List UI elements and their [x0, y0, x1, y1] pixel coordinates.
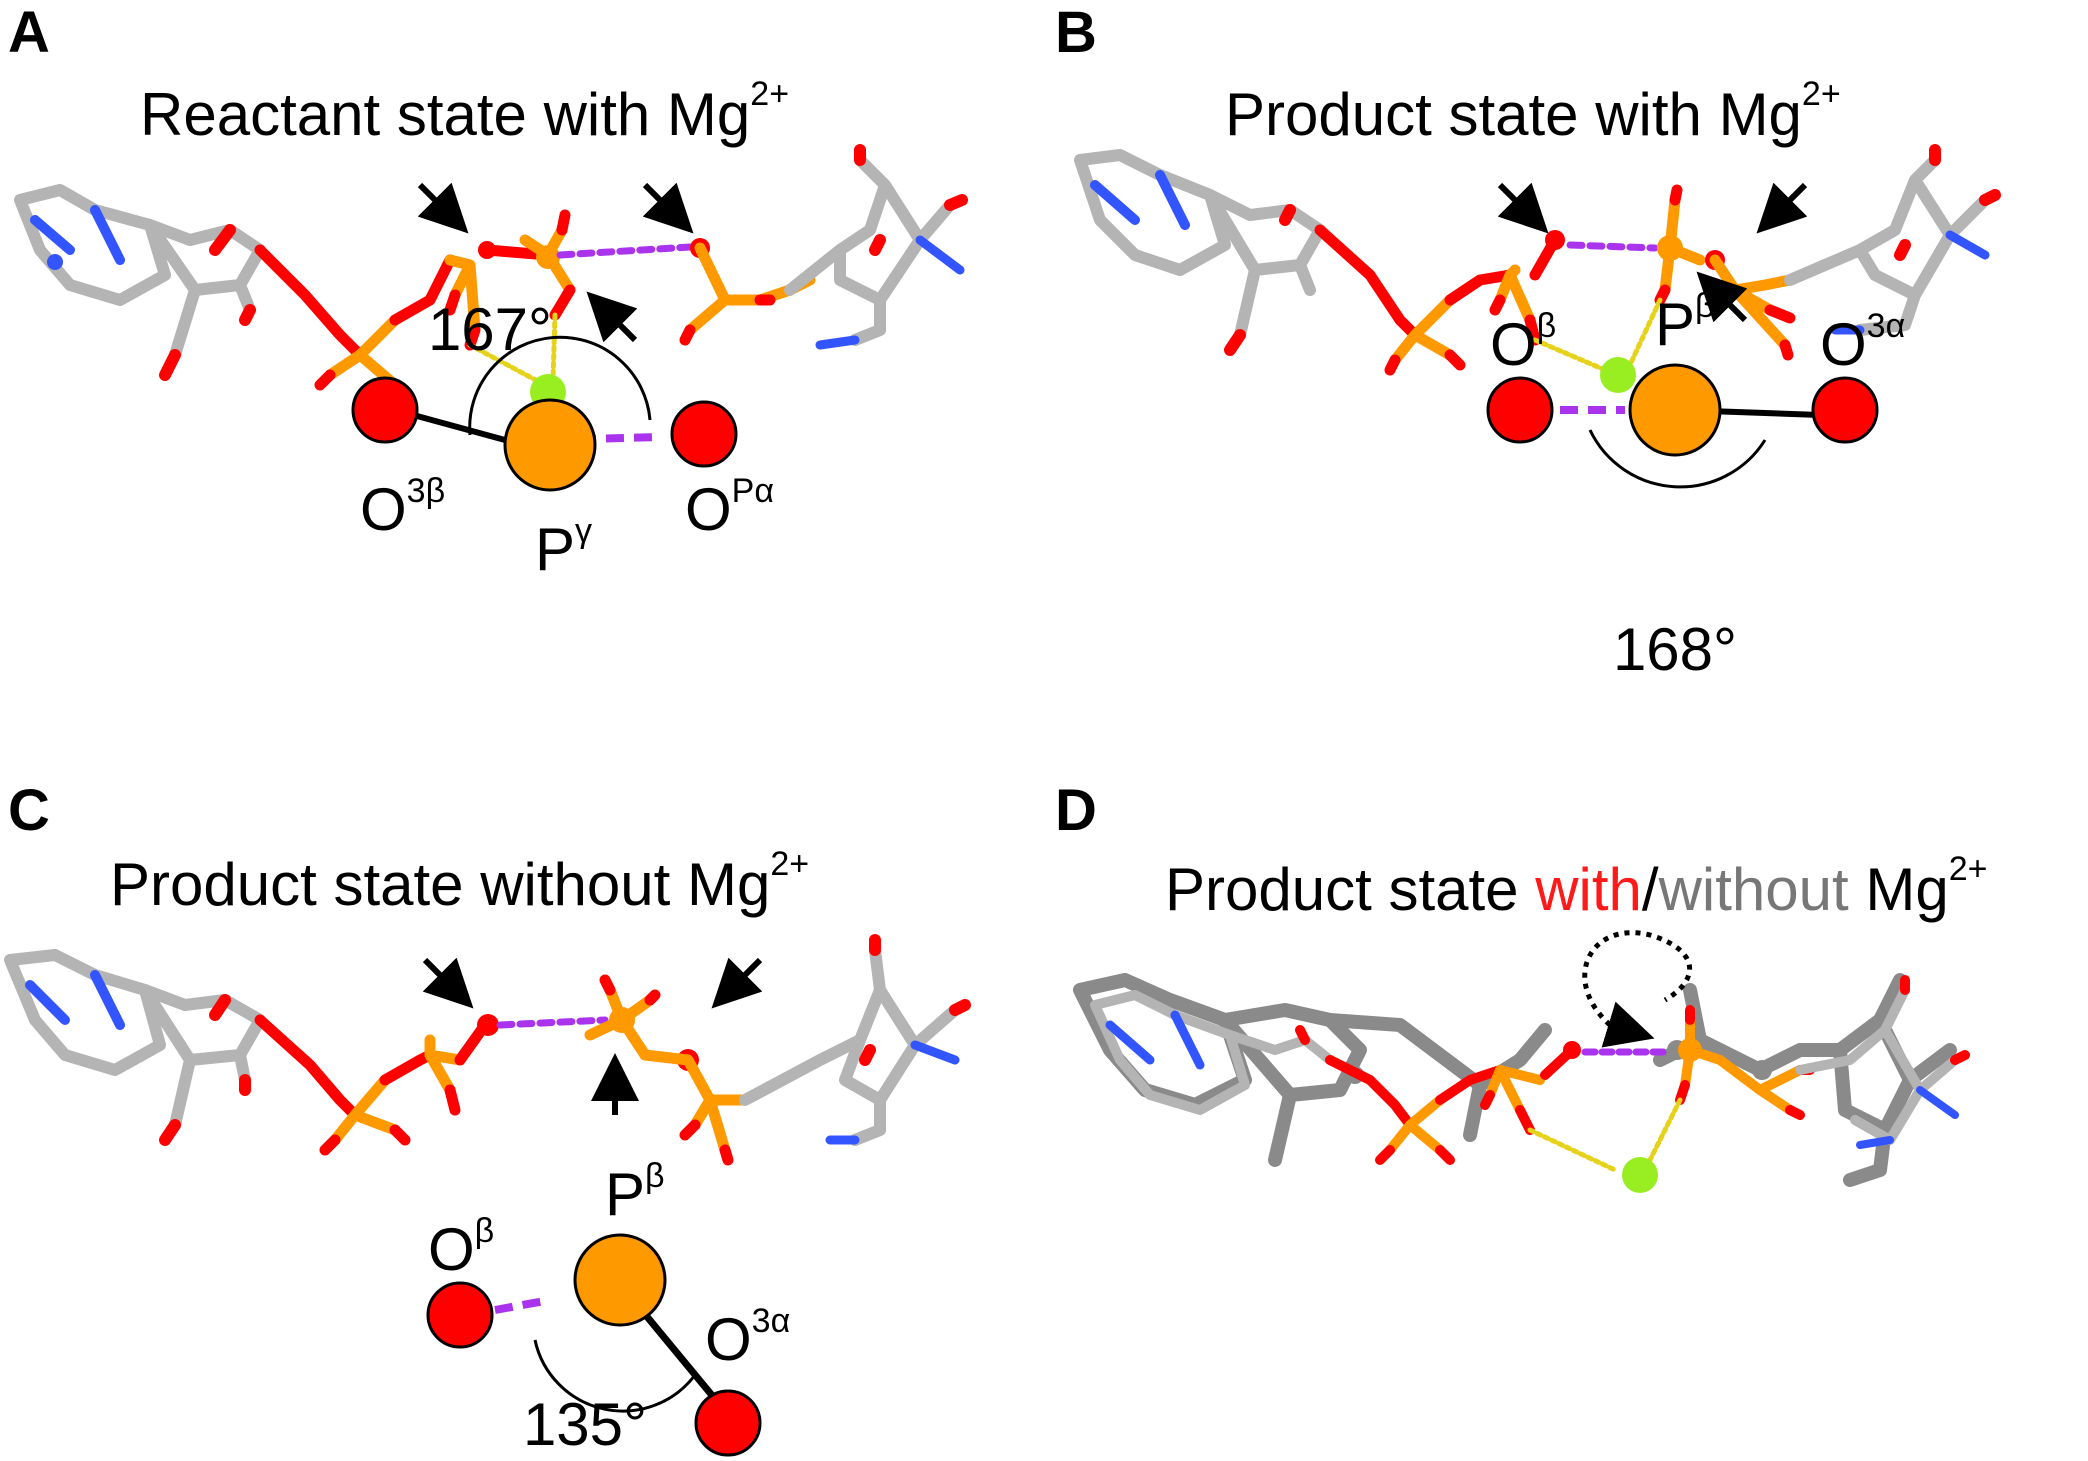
oxygen-atom [426, 1281, 494, 1349]
oxygen-atom [1811, 376, 1879, 444]
panel-a-geometry: 167° O3β Pγ OPα [351, 296, 774, 583]
panel-c-title: Product state without Mg2+ [110, 845, 809, 918]
panel-b-label: B [1055, 0, 1097, 65]
atom-label: O3α [705, 1302, 790, 1373]
panel-b: B Product state with Mg2+ [1055, 0, 2001, 683]
panel-a-label: A [8, 0, 50, 65]
panel-d: D Product state with/without Mg2+ [1055, 778, 1987, 1193]
atom-label: OPα [685, 472, 774, 543]
curved-arrow [1582, 930, 1692, 1027]
oxygen-atom [351, 376, 419, 444]
arrow [1601, 1001, 1655, 1048]
oxygen-atom [670, 400, 738, 468]
atom-label: Pγ [535, 512, 592, 583]
arrow [1756, 182, 1808, 234]
panel-a-title: Reactant state with Mg2+ [140, 75, 789, 148]
atom-label: O3β [360, 472, 445, 543]
arrow [417, 182, 469, 234]
phosphorus-atom [503, 398, 597, 492]
angle-label: 135° [523, 1391, 647, 1458]
atom-label: O3α [1820, 307, 1905, 378]
panel-c-geometry: 135° Oβ Pβ O3α [426, 1157, 790, 1458]
panel-c: C Product state without Mg2+ [4, 778, 971, 1458]
angle-label: 167° [428, 296, 552, 363]
atom-label: Pβ [1655, 287, 1715, 358]
panel-b-title: Product state with Mg2+ [1225, 75, 1841, 148]
atom-label: Oβ [428, 1212, 494, 1283]
panel-d-molecule [1073, 973, 1970, 1193]
atom-label: Oβ [1490, 307, 1556, 378]
arrow [711, 957, 763, 1009]
panel-c-molecule [4, 934, 971, 1166]
panel-b-geometry: 168° Oβ Pβ O3α [1486, 287, 1905, 683]
oxygen-atom [1486, 376, 1554, 444]
panel-c-label: C [8, 778, 50, 843]
oxygen-atom [694, 1389, 762, 1457]
phosphorus-atom [573, 1233, 667, 1327]
panel-a: A Reactant state with Mg2+ [8, 0, 968, 583]
arrow [586, 291, 638, 343]
arrow [1497, 182, 1549, 234]
phosphorus-atom [1628, 363, 1722, 457]
arrow [422, 957, 474, 1009]
angle-label: 168° [1613, 616, 1737, 683]
panel-d-label: D [1055, 778, 1097, 843]
atom-label: Pβ [605, 1157, 665, 1228]
arrow [1696, 271, 1748, 323]
arrow [642, 182, 694, 234]
panel-d-title: Product state with/without Mg2+ [1165, 850, 1987, 923]
